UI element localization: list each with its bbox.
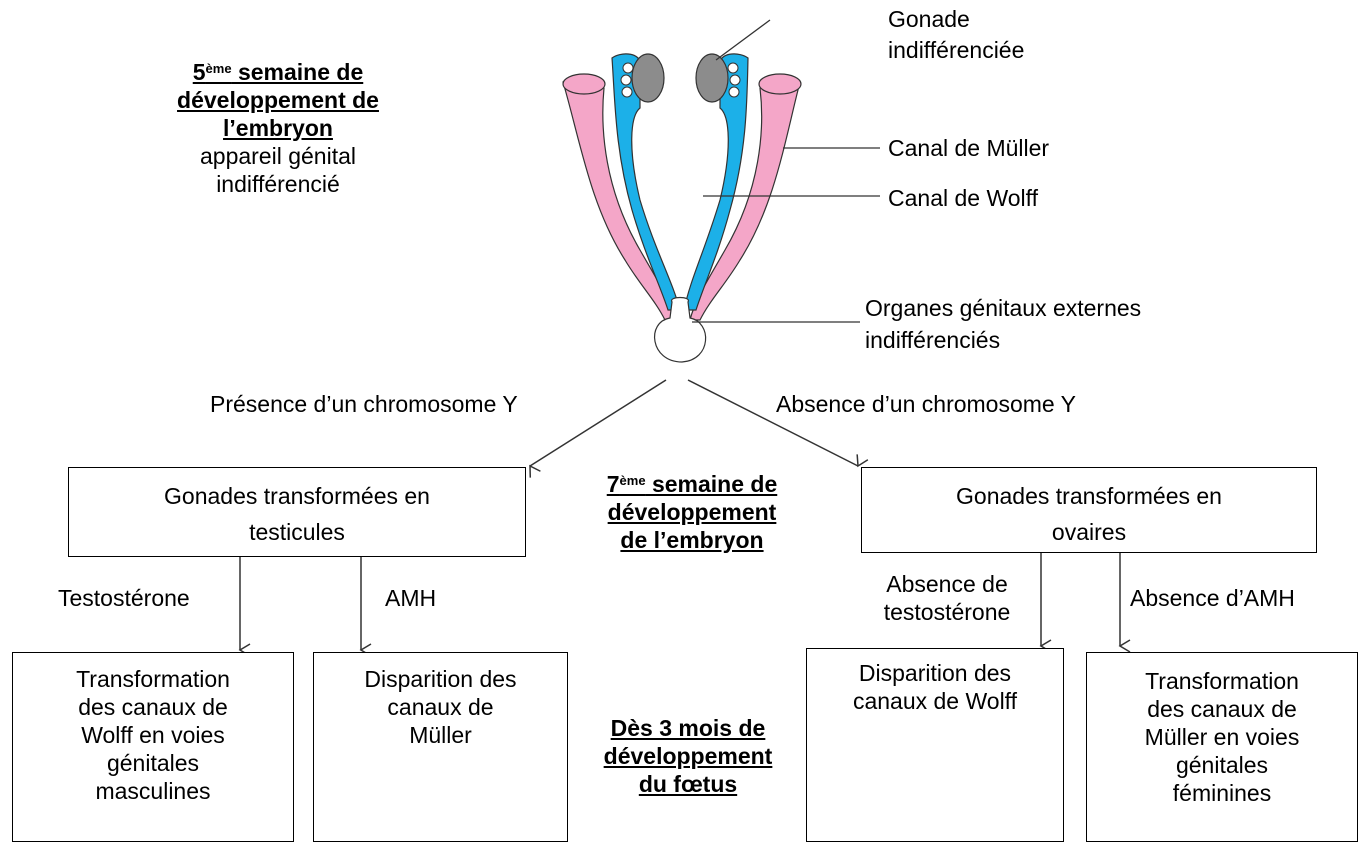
title-5th-week: 5ème semaine de développement de l’embry… — [148, 58, 408, 198]
label-amh: AMH — [385, 584, 436, 612]
label-absence-amh: Absence d’AMH — [1130, 584, 1295, 612]
title-7th-week: 7ème semaine de développement de l’embry… — [568, 470, 816, 554]
box-outcome-disparition-wolff: Disparition des canaux de Wolff — [806, 648, 1064, 842]
label-canal-wolff: Canal de Wolff — [888, 184, 1038, 212]
gonad-right — [696, 54, 728, 102]
label-presence-y: Présence d’un chromosome Y — [210, 390, 518, 418]
label-testosterone: Testostérone — [58, 584, 190, 612]
arrow-presence — [530, 380, 666, 466]
gonad-left — [632, 54, 664, 102]
label-absence-testosterone: Absence de testostérone — [862, 570, 1032, 626]
label-absence-y: Absence d’un chromosome Y — [776, 390, 1076, 418]
muller-funnel-right — [759, 74, 801, 94]
box-outcome-muller-feminin: Transformation des canaux de Müller en v… — [1086, 652, 1358, 842]
title-3-months: Dès 3 mois de développement du fœtus — [570, 714, 806, 798]
label-organes-genitaux: Organes génitaux externes indifférenciés — [865, 294, 1141, 354]
muller-canals — [563, 74, 801, 320]
muller-funnel-left — [563, 74, 605, 94]
gonads — [621, 54, 740, 102]
box-outcome-disparition-muller: Disparition des canaux de Müller — [313, 652, 568, 842]
box-ovaires: Gonades transformées en ovaires — [861, 467, 1317, 553]
box-testicules: Gonades transformées en testicules — [68, 467, 526, 557]
label-gonade: Gonade indifférenciée — [888, 5, 1024, 64]
box-outcome-wolff-masculin: Transformation des canaux de Wolff en vo… — [12, 652, 294, 842]
label-canal-muller: Canal de Müller — [888, 134, 1049, 162]
